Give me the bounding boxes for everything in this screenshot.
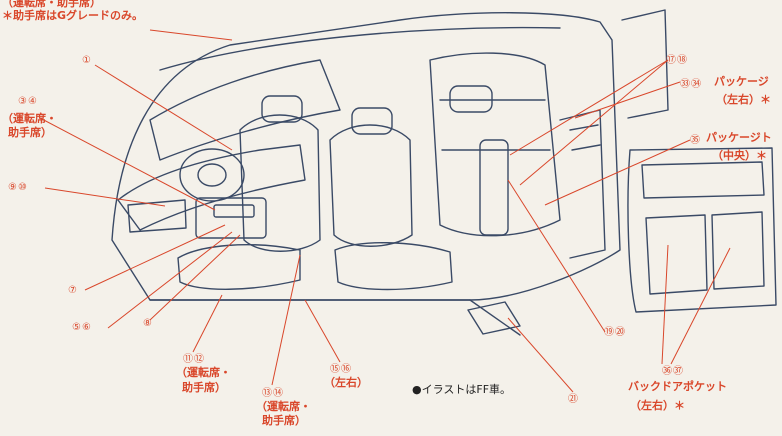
floor-box bbox=[467, 301, 521, 335]
callout-33-34-label: パッケージ bbox=[714, 75, 769, 88]
callout-11-12-sub: （運転席・ bbox=[176, 366, 231, 379]
car-body-outline bbox=[111, 12, 621, 301]
callout-17-18: ⑰⑱ bbox=[666, 55, 688, 66]
callout-15-16: ⑮⑯ bbox=[330, 364, 352, 375]
callout-33-34: ㉝㉞ bbox=[680, 79, 702, 90]
callout-3-4: ③④ bbox=[18, 96, 38, 107]
passenger-seat bbox=[329, 124, 413, 247]
callout-35-label: パッケージト bbox=[706, 131, 772, 144]
callout-36-37: ㊱㊲ bbox=[662, 366, 684, 377]
rear-seatback-pocket bbox=[479, 139, 509, 236]
center-console bbox=[195, 197, 267, 239]
steering-wheel bbox=[179, 148, 245, 202]
callout-21: ㉑ bbox=[568, 394, 579, 405]
callout-19-20: ⑲⑳ bbox=[604, 327, 626, 338]
glovebox bbox=[127, 199, 187, 233]
callout-33-34-sub: （左右）＊ bbox=[716, 93, 771, 106]
callout-36-37-sub: （左右）＊ bbox=[630, 399, 685, 412]
dashboard bbox=[117, 144, 306, 231]
callout-11-12: ⑪⑫ bbox=[183, 354, 205, 365]
callout-13-14-sub: （運転席・ bbox=[256, 400, 311, 413]
callout-8: ⑧ bbox=[143, 318, 153, 329]
callout-1: ① bbox=[82, 55, 92, 66]
callout-3-4-sub: （運転席・ bbox=[2, 112, 57, 125]
callout-7: ⑦ bbox=[68, 285, 78, 296]
callout-11-12-sub2: 助手席） bbox=[182, 381, 226, 394]
callout-9-10: ⑨⑩ bbox=[8, 182, 28, 193]
back-door bbox=[627, 147, 777, 313]
callout-5-6: ⑤⑥ bbox=[72, 322, 92, 333]
callout-13-14: ⑬⑭ bbox=[262, 388, 284, 399]
callout-3-4-sub2: 助手席） bbox=[8, 126, 52, 139]
windshield bbox=[149, 59, 341, 161]
back-door-pocket-right bbox=[711, 211, 765, 290]
callout-13-14-sub2: 助手席） bbox=[262, 414, 306, 427]
header-note-seats: （運転席・助手席） bbox=[2, 0, 101, 9]
roof-line bbox=[159, 26, 561, 71]
rear-seat bbox=[429, 52, 561, 237]
back-door-pocket-left bbox=[645, 214, 708, 295]
header-note-grade: ＊助手席はGグレードのみ。 bbox=[2, 9, 144, 22]
footnote-ff-car: ●イラストはFF車。 bbox=[412, 383, 512, 396]
callout-35: ㉟ bbox=[690, 135, 701, 146]
callout-15-16-sub: （左右） bbox=[324, 376, 368, 389]
driver-seat bbox=[239, 114, 321, 252]
callout-36-37-label: バックドアポケット bbox=[628, 380, 727, 393]
callout-35-sub: （中央）＊ bbox=[712, 149, 767, 162]
